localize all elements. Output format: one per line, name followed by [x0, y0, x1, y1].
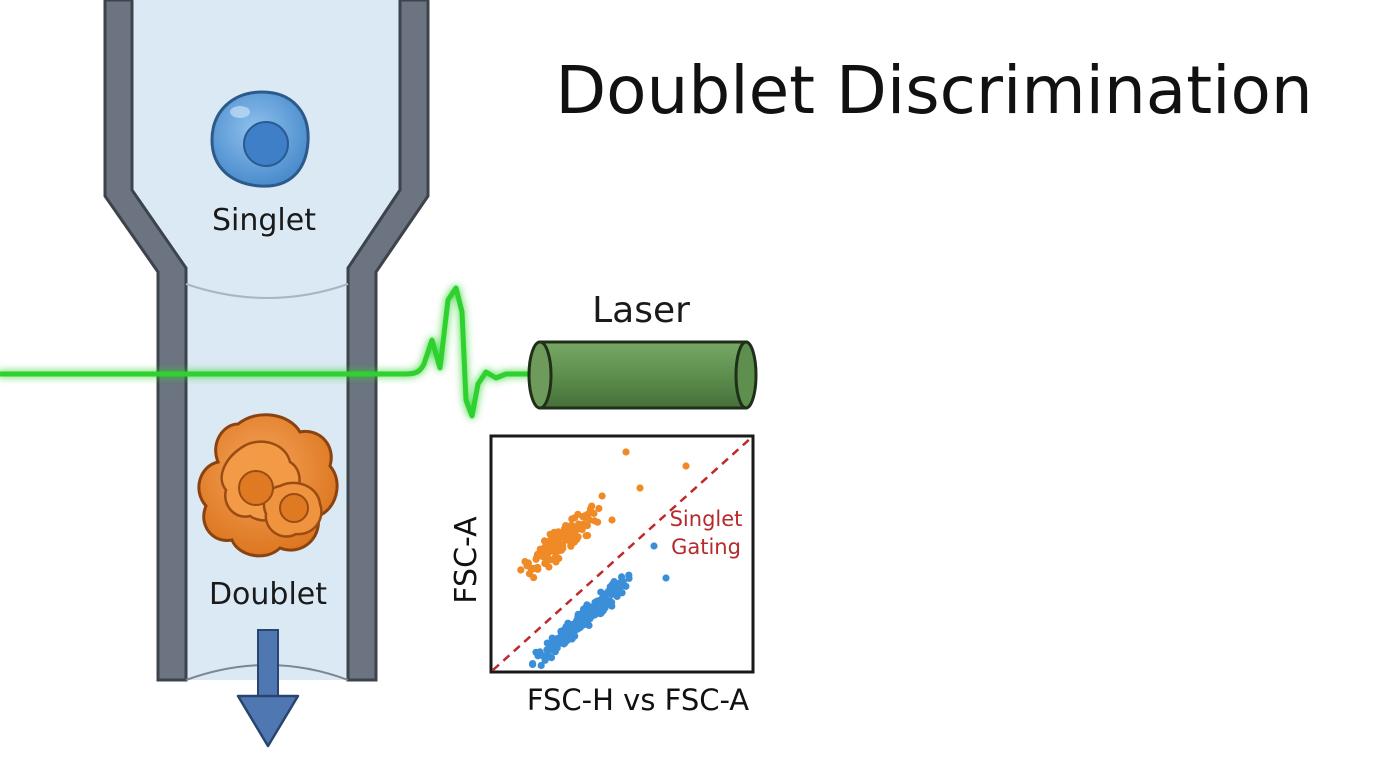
- doublet-point: [534, 565, 542, 573]
- doublet-point: [584, 512, 592, 520]
- doublet-point: [563, 536, 571, 544]
- singlet-point: [580, 605, 588, 613]
- doublet-point: [524, 559, 533, 567]
- singlet-label: Singlet: [212, 203, 316, 238]
- singlet-point: [547, 654, 556, 662]
- tube-fill: [120, 0, 414, 680]
- singlet-point: [555, 634, 563, 642]
- singlet-points: [529, 542, 670, 670]
- singlet-point: [560, 629, 568, 637]
- gate-line: [492, 437, 752, 671]
- singlet-point: [529, 660, 537, 669]
- doublet-nucleus-1: [238, 470, 274, 506]
- doublet-point: [538, 552, 547, 561]
- tube-right-wall: [346, 0, 430, 682]
- doublet-point: [608, 516, 616, 524]
- gate-label-line2: Gating: [671, 535, 741, 559]
- doublet-point: [554, 530, 563, 538]
- singlet-point: [542, 654, 550, 662]
- flow-cell-tube: [103, 0, 430, 682]
- laser-label: Laser: [592, 290, 690, 331]
- doublet-point: [588, 502, 596, 510]
- plot-caption: FSC-H vs FSC-A: [527, 683, 749, 717]
- singlet-point: [574, 618, 582, 626]
- singlet-point: [598, 600, 607, 608]
- singlet-point: [579, 611, 587, 620]
- singlet-point: [650, 542, 658, 550]
- doublet-label: Doublet: [209, 577, 327, 612]
- page-title: Doublet Discrimination: [555, 52, 1312, 129]
- doublet-point: [568, 515, 576, 523]
- doublet-point: [636, 484, 644, 492]
- singlet-point: [543, 639, 551, 647]
- singlet-point: [553, 644, 561, 652]
- singlet-point: [569, 628, 577, 636]
- doublet-point: [598, 492, 606, 500]
- singlet-point: [608, 590, 616, 599]
- flow-direction-arrow-icon: [236, 629, 300, 748]
- singlet-point: [616, 579, 625, 587]
- doublet-point: [527, 566, 536, 574]
- singlet-point: [537, 661, 545, 670]
- singlet-point: [586, 615, 594, 623]
- doublet-points: [517, 448, 690, 582]
- singlet-nucleus: [243, 121, 289, 167]
- doublet-point: [544, 556, 552, 564]
- y-axis-label: FSC-A: [449, 516, 484, 604]
- laser-beam: [0, 285, 541, 419]
- singlet-point: [662, 574, 670, 582]
- doublet-point: [567, 542, 575, 550]
- singlet-cell: [210, 90, 310, 188]
- doublet-point: [578, 525, 586, 534]
- doublet-point: [682, 462, 690, 470]
- doublet-point: [569, 536, 577, 544]
- scatter-plot: Singlet Gating FSC-A FSC-H vs FSC-A: [449, 434, 755, 717]
- doublet-cell: [197, 413, 339, 558]
- doublet-point: [517, 566, 525, 574]
- doublet-point: [579, 520, 588, 528]
- singlet-point: [581, 619, 590, 627]
- doublet-point: [574, 510, 582, 518]
- doublet-point: [540, 537, 549, 545]
- doublet-point: [542, 547, 550, 555]
- gate-label-line1: Singlet: [670, 507, 743, 531]
- doublet-point: [533, 553, 541, 561]
- singlet-point: [596, 608, 604, 616]
- laser-source: [527, 340, 758, 410]
- doublet-point: [552, 553, 560, 561]
- doublet-nucleus-2: [279, 493, 309, 523]
- doublet-point: [558, 543, 566, 551]
- doublet-point: [595, 504, 603, 513]
- doublet-point: [572, 525, 580, 533]
- doublet-point: [530, 574, 538, 582]
- singlet-point: [562, 637, 571, 645]
- tube-narrowing-line: [185, 283, 349, 299]
- doublet-point: [582, 532, 590, 540]
- doublet-point: [549, 539, 558, 547]
- doublet-point: [622, 448, 630, 456]
- singlet-point: [625, 574, 633, 583]
- singlet-point: [587, 603, 595, 612]
